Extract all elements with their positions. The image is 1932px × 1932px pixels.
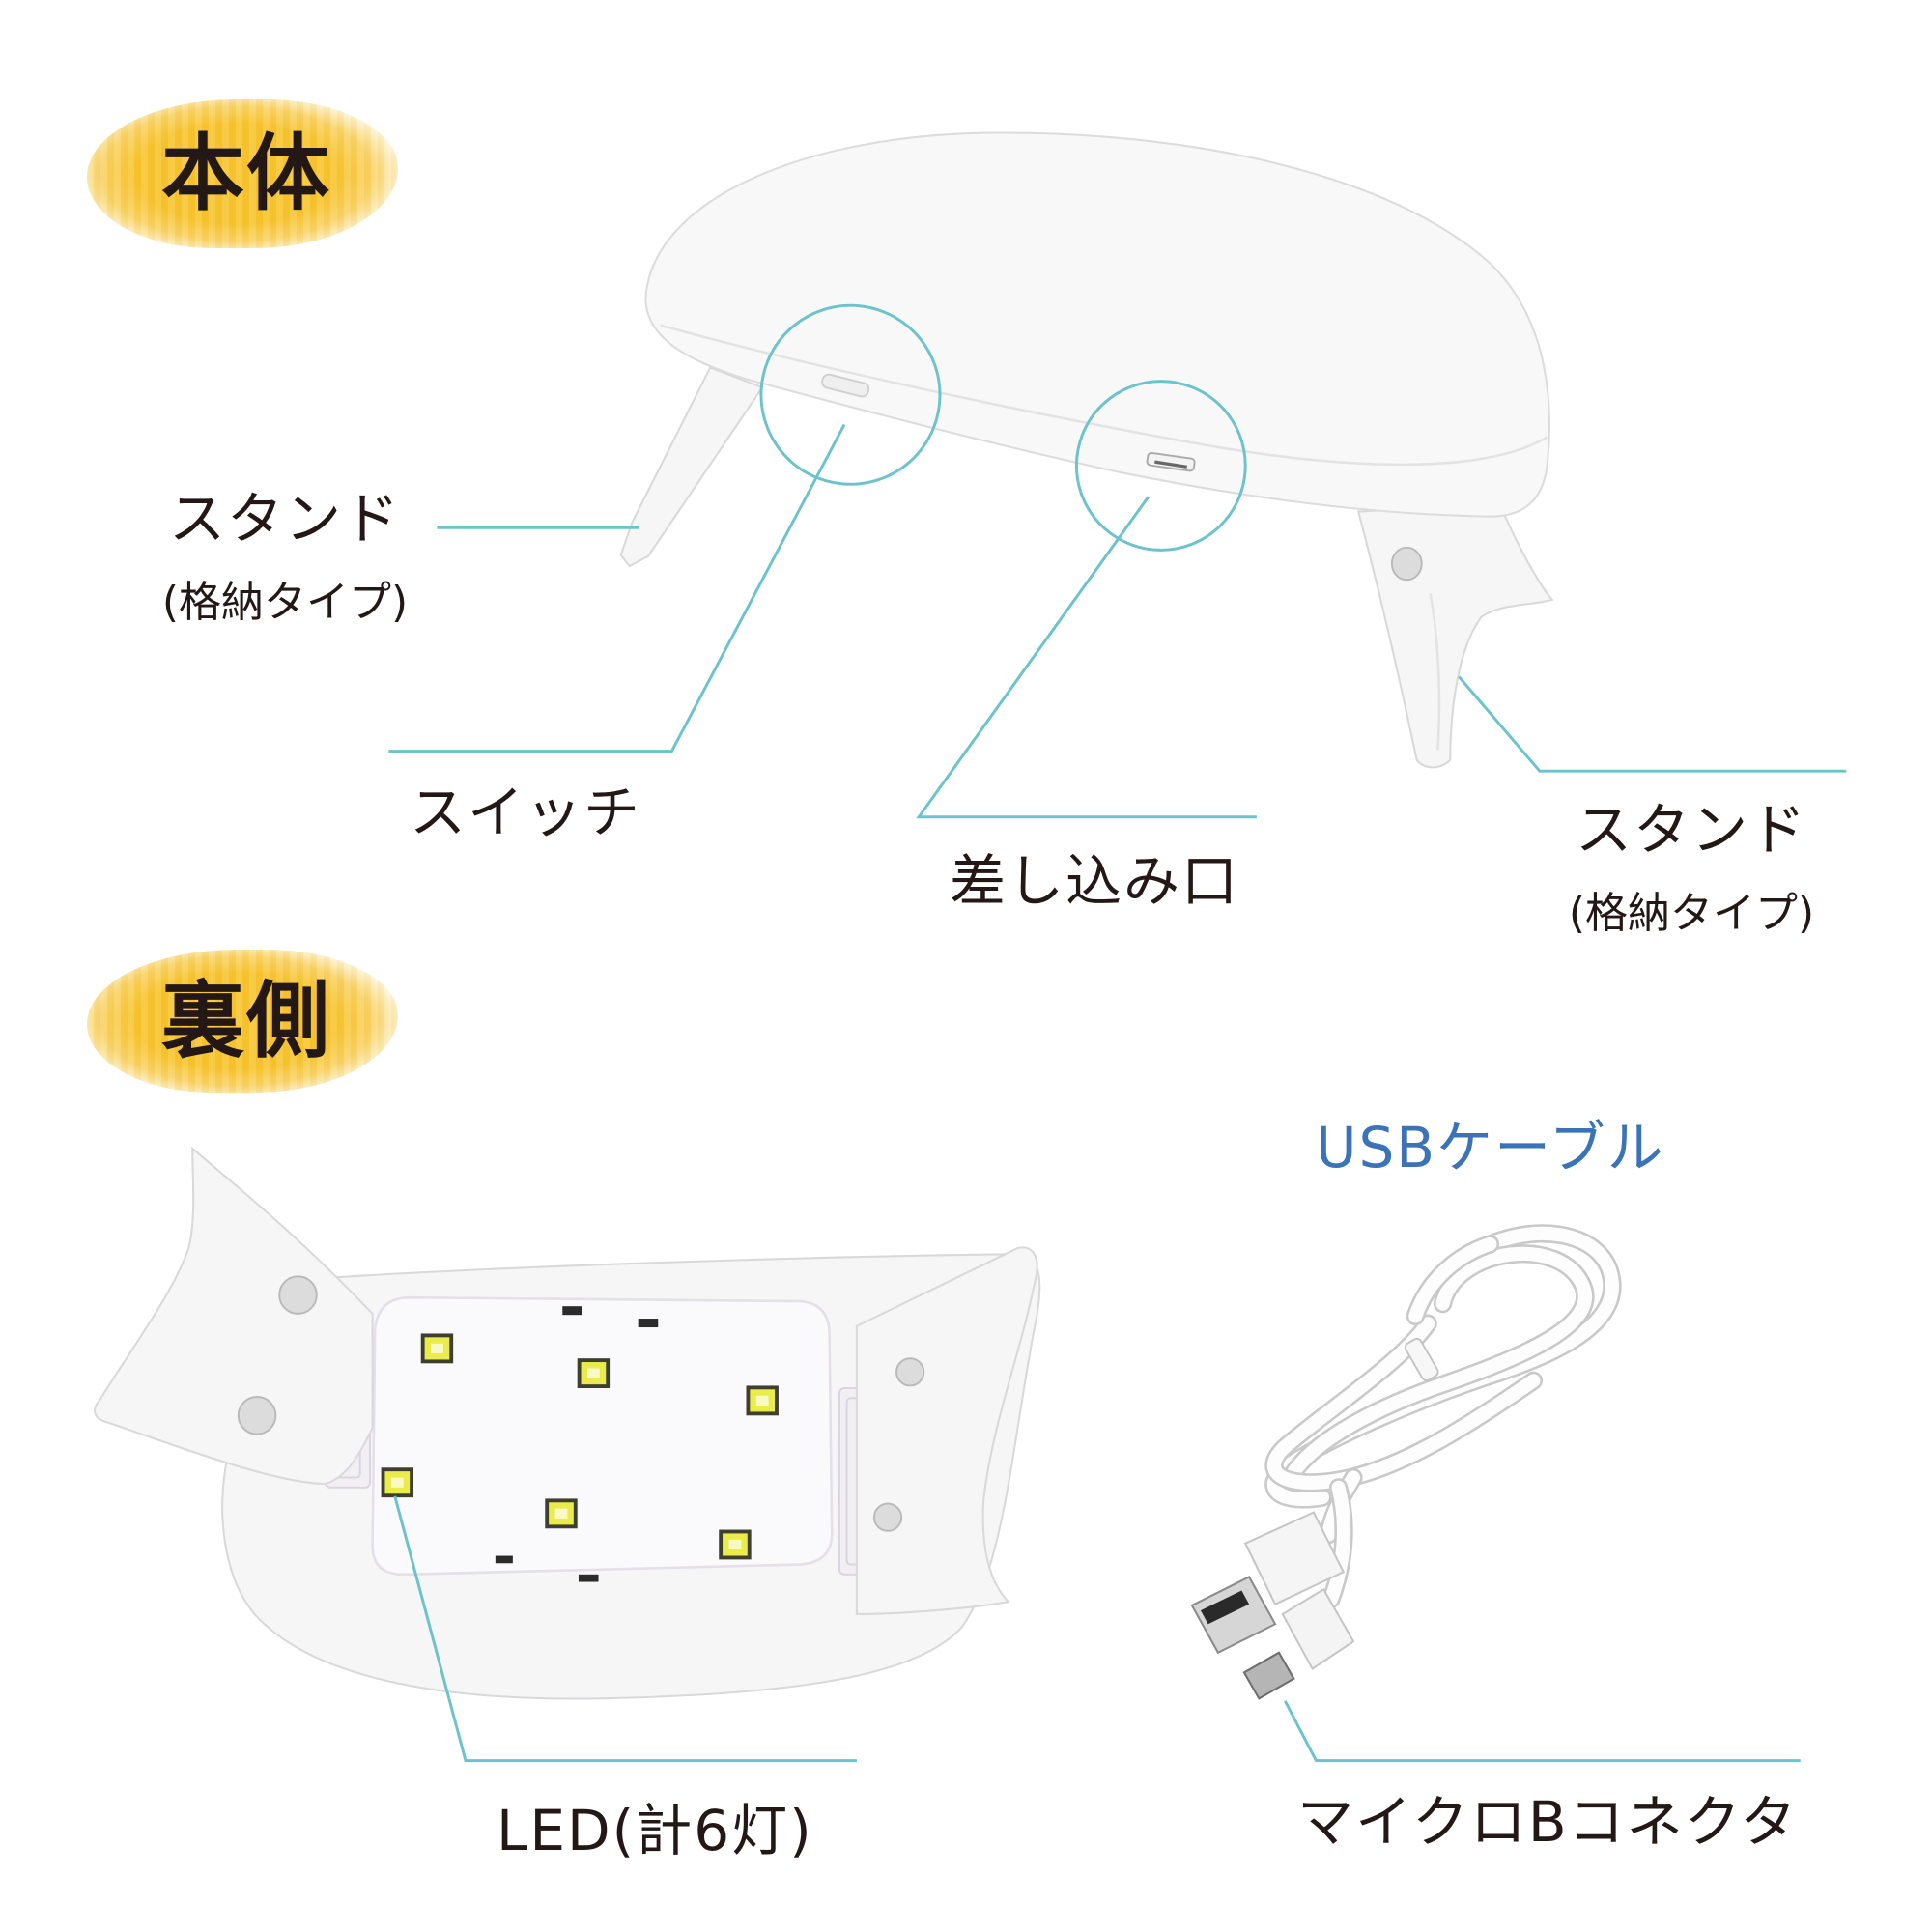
stand-right-leader-line [1458, 675, 1847, 773]
right-stand-crease [1429, 593, 1441, 751]
cable-loop [1282, 1246, 1592, 1488]
label-stand-left-note: (格納タイプ) [161, 578, 409, 627]
label-stand-right: スタンド (格納タイプ) [1547, 802, 1836, 935]
right-flap-hole [872, 1502, 903, 1532]
panel-mark [578, 1574, 599, 1582]
port-callout-circle [1074, 380, 1247, 552]
lamp-underside-view [94, 1146, 1041, 1700]
section-badge-underside: 裏側 [87, 950, 398, 1093]
port-leader-line [916, 496, 1257, 819]
lamp-top-view [619, 131, 1554, 769]
left-stand-flap [94, 1146, 374, 1486]
label-led: LED(計6灯) [497, 1798, 813, 1863]
usb-cable [1190, 1224, 1622, 1700]
led-chip [420, 1333, 454, 1364]
usb-a-plug-tongue [1200, 1590, 1250, 1625]
led-chip-glow [586, 1368, 600, 1378]
led-chip-glow [390, 1477, 404, 1488]
led-chip [577, 1358, 611, 1389]
panel-mark [495, 1555, 513, 1564]
micro-b-leader-line [1284, 1700, 1801, 1763]
right-stand-hole [1390, 546, 1423, 582]
lamp-body-rim [660, 324, 1548, 467]
accessory-title: USBケーブル [1316, 1115, 1665, 1180]
led-panel [371, 1295, 834, 1577]
lamp-body [644, 131, 1550, 518]
right-stand-flap [855, 1246, 1038, 1615]
led-chip-glow [554, 1508, 568, 1519]
usb-a-plug-metal [1190, 1576, 1277, 1655]
cable-tail [1323, 1480, 1351, 1606]
left-stand [619, 366, 764, 568]
led-chip-glow [431, 1343, 443, 1354]
cable-loop [1266, 1317, 1541, 1490]
label-stand-right-name: スタンド [1575, 797, 1807, 863]
label-port: 差し込み口 [950, 848, 1240, 914]
led-leader-line [393, 1495, 857, 1763]
micro-b-plug-boot [1281, 1587, 1355, 1670]
label-stand-right-note: (格納タイプ) [1568, 889, 1815, 938]
section-title-main-body: 本体 [161, 126, 331, 222]
led-chip-glow [755, 1395, 769, 1406]
section-title-underside: 裏側 [161, 973, 331, 1069]
usb-a-plug-body [1243, 1511, 1346, 1606]
cable-loop [1408, 1236, 1497, 1323]
led-chip [381, 1467, 414, 1498]
right-stand [1356, 502, 1554, 769]
micro-b-plug-tip [1242, 1651, 1295, 1700]
label-switch: スイッチ [410, 780, 642, 845]
led-chip [545, 1498, 578, 1529]
label-stand-left: スタンド (格納タイプ) [140, 491, 430, 624]
left-flap-hole [237, 1396, 277, 1435]
panel-mark [638, 1319, 659, 1328]
label-stand-left-name: スタンド [168, 486, 401, 552]
section-badge-main-body: 本体 [87, 99, 398, 248]
switch-callout-circle [759, 303, 942, 486]
switch-leader-line [388, 423, 846, 753]
label-micro-b: マイクロBコネクタ [1297, 1789, 1799, 1855]
right-flap-hole [895, 1357, 925, 1387]
led-chip-glow [728, 1539, 742, 1550]
switch-button [821, 373, 870, 398]
panel-mark [562, 1306, 582, 1316]
left-flap-hole [278, 1275, 318, 1315]
charging-port-slot [1154, 460, 1188, 469]
cable-tie [1404, 1337, 1439, 1381]
led-chip [746, 1385, 779, 1416]
led-chip [719, 1529, 752, 1560]
